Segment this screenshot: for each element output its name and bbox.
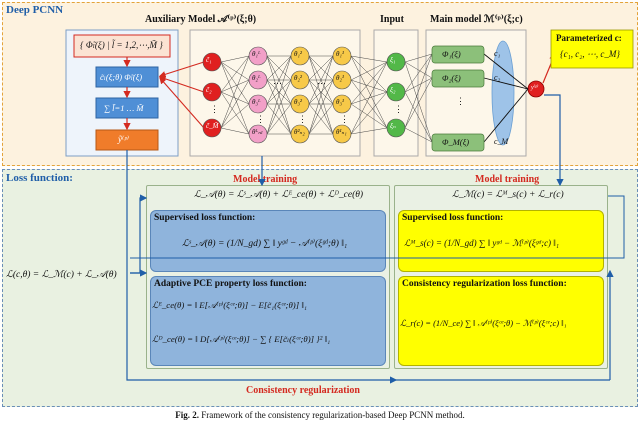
main-coef-label: c₁ [494,49,501,58]
consistency-loss-box [398,276,604,366]
figure-number: Fig. 2. [175,410,200,420]
theta-2-node [290,70,310,90]
loss-function-title: Loss function: [6,172,73,184]
theta-2-node [290,124,310,144]
supervised-title-left: Supervised loss function: [154,213,256,223]
input-node [386,52,406,72]
aux-output-text: ỹ⁽ᵖ⁾ [118,134,129,144]
theta-1-node-label: θ¹ₙ₁ [336,128,347,136]
input-node-label: ξ₁ [390,56,396,64]
consistency-title: Consistency regularization loss function… [402,279,567,289]
main-model-label: Main model ℳ⁽ᵖ⁾(ξ;c) [430,14,523,25]
theta-2-node [290,46,310,66]
theta-l-node [248,70,268,90]
input-node-label: ξ₂ [390,86,396,94]
coef-node [202,118,222,138]
input-label: Input [380,14,404,25]
main-loss-eq: ℒ_ℳ(c) = ℒᴹ_s(c) + ℒ_r(c) [452,190,564,200]
theta-2-node-label: θ₂² [294,74,302,82]
sum-text: ∑ l̃=1 … M̃ [104,103,144,113]
theta-1-node [332,124,352,144]
theta-1-node [332,70,352,90]
input-node [386,118,406,138]
adaptive-title: Adaptive PCE property loss function: [154,279,307,289]
parameterized-box [550,29,634,69]
theta-l-node-label: θ₃ᴸ [252,98,261,106]
auxiliary-model-label: Auxiliary Model 𝒜⁽ᵖ⁾(ξ;θ) [145,14,257,25]
phi-box [431,45,485,64]
main-output-label: y⁽ᵖ⁾ [531,85,539,91]
ellipsis-dots: ⋮ [340,114,349,124]
coef-node [202,52,222,72]
theta-1-node-label: θ₂¹ [336,74,344,82]
ellipsis-dots: ⋯ [273,78,282,88]
theta-1-node [332,94,352,114]
ellipsis-dots: ⋮ [256,114,265,124]
deep-pcnn-title: Deep PCNN [6,4,64,16]
theta-2-node-label: θ₁² [294,50,302,58]
theta-2-node-label: θ²ₙ₂ [294,128,305,136]
consistency-arrow-label: Consistency regularization [246,385,360,396]
coef-product-text: c̃ₗ(ξ;θ) Φ̃ₗ(ξ) [100,72,143,82]
theta-l-node [248,124,268,144]
parameterized-set: {c₁, c₂, ⋯, c_M} [560,49,620,59]
coef-node-label: c̃₂ [206,86,212,94]
model-training-right: Model training [475,174,540,185]
theta-1-node-label: θ₁¹ [336,50,344,58]
phi-box [431,69,485,88]
theta-l-node-label: θ₂ᴸ [252,74,261,82]
coef-ellipse [491,40,515,146]
theta-l-node [248,46,268,66]
theta-l-node-label: θᴸₙₗ [252,128,263,136]
basis-set-text: { Φ̃ₗ(ξ) | l̃ = 1,2,⋯,M̃ } [80,40,163,50]
main-coef-label: c₂ [494,73,501,82]
supervised-loss-box-left [150,210,386,272]
theta-1-node-label: θ₃¹ [336,98,344,106]
theta-l-node [248,94,268,114]
total-loss-eq: ℒ(c,θ) = ℒ_ℳ(c) + ℒ_𝒜(θ) [6,270,117,280]
supervised-eq-right: ℒᴹ_s(c) = (1/N_gd) ∑ ‖ yᵍᵈ − ℳ⁽ᵖ⁾(ξᵍᵈ;c)… [404,238,559,248]
network-diagram [65,29,634,157]
parameterized-title: Parameterized c: [556,33,622,43]
adaptive-eq-2: ℒᴰ_ce(θ) = ‖ D[𝒜⁽ᵖ⁾(ξᶜᵉ;θ)] − ∑ { E[c̃ₗ(… [152,334,331,344]
theta-l-node-label: θ₁ᴸ [252,50,261,58]
supervised-loss-box-right [398,210,604,272]
coef-node-label: c̃_M̃ [206,122,219,130]
supervised-title-right: Supervised loss function: [402,213,504,223]
phi-box-label: Φ₁(ξ) [442,49,461,59]
figure-caption-text: Framework of the consistency regularizat… [201,410,465,420]
ellipsis-dots: ⋮ [394,104,403,114]
adaptive-eq-1: ℒᴱ_ce(θ) = ‖ E[𝒜⁽ᵖ⁾(ξᶜᵉ;θ)] − E[c̃₁(ξᶜᵉ;… [152,300,307,310]
input-node-label: ξₙ [390,122,396,130]
figure-caption: Fig. 2. Framework of the consistency reg… [0,410,640,420]
aux-loss-eq: ℒ_𝒜(θ) = ℒˢ_𝒜(θ) + ℒᴱ_ce(θ) + ℒᴰ_ce(θ) [194,190,364,200]
coef-node [202,82,222,102]
input-node [386,82,406,102]
theta-2-node-label: θ₃² [294,98,302,106]
basis-set-box [73,34,171,58]
phi-box-label: Φ_M(ξ) [442,137,470,147]
theta-1-node [332,46,352,66]
ellipsis-dots: ⋮ [210,104,219,114]
ellipsis-dots: ⋮ [298,114,307,124]
consistency-eq: ℒ_r(c) = (1/N_ce) ∑ ‖ 𝒜⁽ᵖ⁾(ξᶜᵉ;θ) − ℳ⁽ᵖ⁾… [400,318,567,328]
ellipsis-dots: ⋮ [456,96,465,106]
theta-2-node [290,94,310,114]
phi-box-label: Φ₂(ξ) [442,73,461,83]
adaptive-loss-box [150,276,386,366]
main-coef-label: c_M [494,137,509,146]
ellipsis-dots: ⋯ [317,78,326,88]
phi-box [431,133,485,152]
coef-node-label: c̃₁ [206,56,212,64]
supervised-eq-left: ℒˢ_𝒜(θ) = (1/N_gd) ∑ ‖ yᵍᵈ − 𝒜⁽ᵖ⁾(ξᵍᵈ;θ)… [182,239,348,249]
